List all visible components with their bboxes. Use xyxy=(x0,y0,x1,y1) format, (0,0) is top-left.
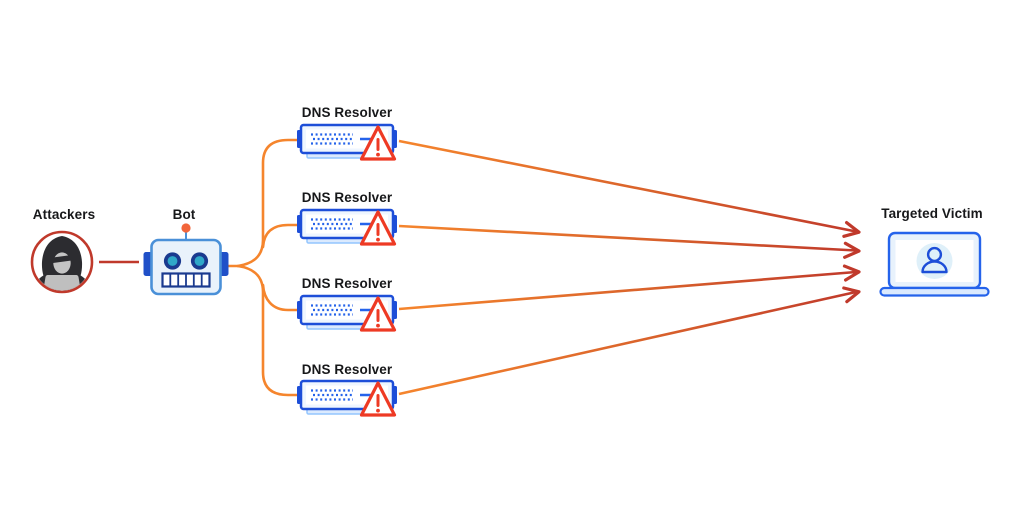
bot-resolver-links xyxy=(225,138,301,397)
server-icon xyxy=(295,294,399,332)
resolver-node-2 xyxy=(295,208,399,246)
victim-label: Targeted Victim xyxy=(881,206,983,221)
attack-line-3 xyxy=(398,270,857,311)
resolver-label-4: DNS Resolver xyxy=(301,362,393,377)
robot-icon xyxy=(143,223,229,296)
resolver-label-3: DNS Resolver xyxy=(301,276,393,291)
resolver-label-2: DNS Resolver xyxy=(301,190,393,205)
attack-line-4 xyxy=(398,290,857,396)
bot-node xyxy=(143,223,229,296)
resolver-node-1 xyxy=(295,123,399,161)
resolver-node-3 xyxy=(295,294,399,332)
server-icon xyxy=(295,123,399,161)
bot-link-resolver-3 xyxy=(261,283,301,312)
bot-link-resolver-2 xyxy=(261,223,301,249)
attack-line-1 xyxy=(398,139,857,233)
laptop-icon xyxy=(879,231,990,297)
bot-label: Bot xyxy=(172,207,196,222)
attack-line-2 xyxy=(398,224,857,252)
server-icon xyxy=(295,379,399,417)
victim-node xyxy=(879,231,990,297)
bot-link-resolver-1 xyxy=(236,138,301,268)
person-icon xyxy=(921,246,948,274)
attacker-label: Attackers xyxy=(32,207,96,222)
resolver-label-1: DNS Resolver xyxy=(301,105,393,120)
resolver-node-4 xyxy=(295,379,399,417)
server-icon xyxy=(295,208,399,246)
resolver-victim-links xyxy=(398,139,863,396)
robot-antenna-dot xyxy=(181,223,191,233)
bot-link-resolver-4 xyxy=(236,264,301,397)
attacker-node xyxy=(30,230,94,294)
